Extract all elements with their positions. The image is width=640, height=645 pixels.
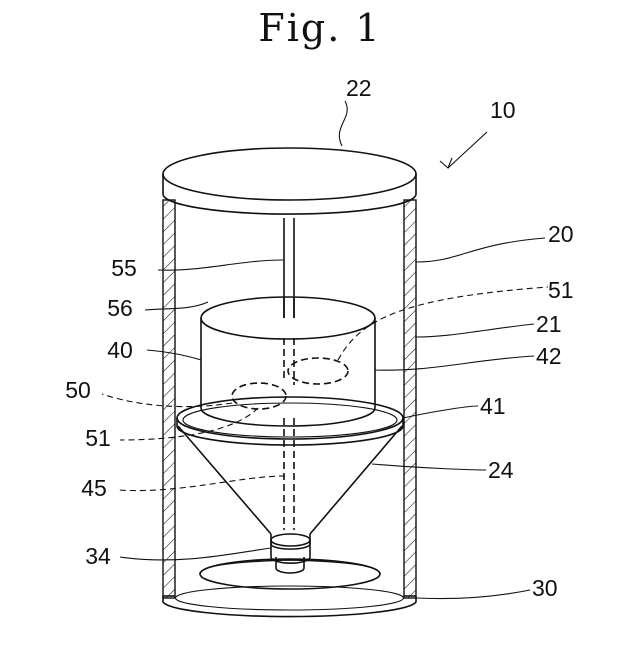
label-42: 42 [536,343,562,369]
leader-55 [158,260,283,270]
label-34: 34 [85,543,111,569]
leader-42 [375,356,534,370]
leader-24 [372,464,486,470]
label-30: 30 [532,575,558,601]
leader-56 [145,302,208,310]
label-51-top: 51 [548,277,574,303]
lid [163,148,416,214]
leader-21 [416,324,534,337]
figure-title: Fig. 1 [0,6,640,50]
label-41: 41 [480,393,506,419]
leader-20 [416,238,545,262]
label-40: 40 [107,337,133,363]
label-10: 10 [490,97,516,123]
leader-51-top [338,287,548,360]
label-45: 45 [81,475,107,501]
motor-hub [271,534,310,573]
label-55: 55 [111,255,137,281]
leader-10 [448,132,487,168]
hidden-parts [232,338,348,530]
label-56: 56 [107,295,133,321]
label-22: 22 [346,75,372,101]
leader-45 [118,476,285,491]
shaft [284,218,294,318]
leader-30 [416,590,530,599]
label-51-bottom: 51 [85,425,111,451]
leader-34 [120,548,271,560]
label-24: 24 [488,457,514,483]
base [163,559,416,617]
support-ring [177,397,403,445]
label-21: 21 [536,311,562,337]
label-50: 50 [65,377,91,403]
leader-22 [339,101,347,146]
label-20: 20 [548,221,574,247]
